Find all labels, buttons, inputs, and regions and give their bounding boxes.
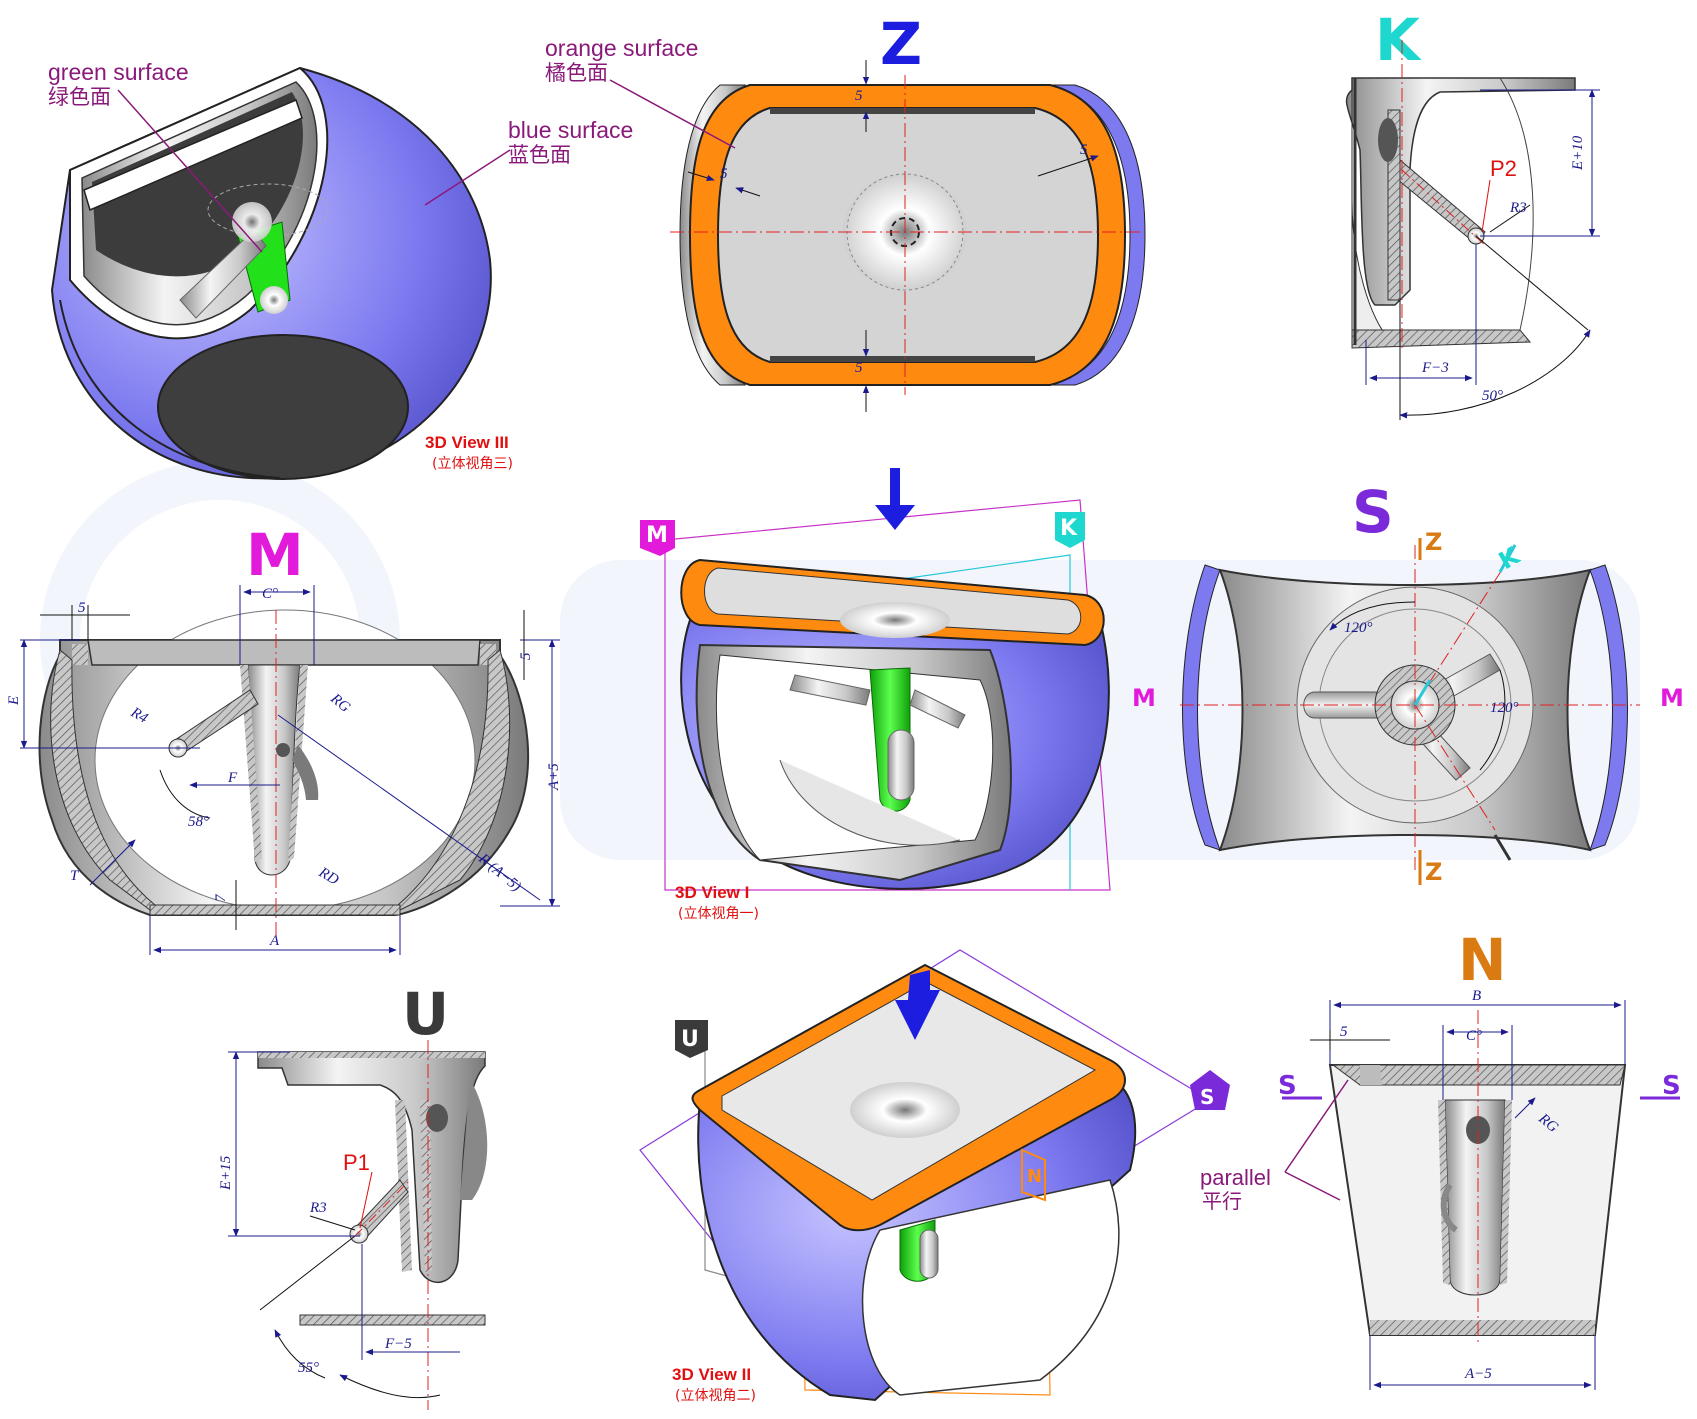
view1-illustration [664,468,1111,891]
z-dim-bottom-5: 5 [855,360,863,376]
z-dim-top-5: 5 [855,88,863,104]
view2-caption-cn: (立体视角二) [675,1388,756,1404]
view3-illustration [50,66,492,480]
view2-illustration [639,949,1212,1402]
n-mark-s-left: S [1278,1071,1297,1101]
m-dim-f: F [227,770,238,786]
view-z-drawing [670,60,1146,412]
m-dim-c-deg: C° [262,586,278,602]
view-u-drawing [228,1040,488,1410]
orange-surface-label-en: orange surface [545,35,698,61]
m-dim-a: A [269,933,280,949]
m-dim-5-left: 5 [78,600,86,616]
view1-caption-cn: (立体视角一) [678,906,759,922]
section-mark-n: N [1021,1148,1046,1202]
green-surface-label-cn: 绿色面 [48,85,111,109]
z-dim-left-5: 5 [720,166,728,182]
u-point-p1: P1 [343,1150,370,1175]
m-dim-a-plus-5: A+5 [546,763,562,791]
u-dim-r3: R3 [309,1200,327,1216]
parallel-label-en: parallel [1200,1165,1271,1190]
view-u-title: U [402,980,449,1048]
parallel-label-cn: 平行 [1202,1189,1242,1213]
section-u-letter: U [681,1027,699,1052]
view-z-title: Z [880,10,922,78]
s-mark-m-right: M [1660,684,1684,712]
orange-surface-label-cn: 橘色面 [545,61,608,85]
view3-caption: 3D View III [425,433,509,452]
section-mark-m-top: M [640,520,675,556]
view3-caption-cn: (立体视角三) [432,456,513,472]
section-k-letter: K [1060,516,1078,541]
s-mark-z-top: Z [1425,528,1442,556]
view-n-title: N [1458,926,1507,994]
section-z-arrow-letter: Z [870,477,889,507]
blue-surface-label-en: blue surface [508,117,633,143]
view-k-drawing [1345,40,1600,420]
view2-caption: 3D View II [672,1365,751,1384]
k-dim-f-minus-3: F−3 [1421,360,1449,376]
k-dim-r3: R3 [1509,200,1527,216]
view1-caption: 3D View I [675,883,749,902]
orange-surface-leader [609,79,736,149]
view-s-drawing [1180,538,1640,885]
m-dim-t: T [70,868,80,884]
u-dim-e-plus-15: E+15 [218,1155,234,1191]
n-dim-a-minus-5: A−5 [1464,1366,1492,1382]
section-mark-k-top: K [1055,512,1085,548]
view-k-title: K [1375,6,1422,74]
m-dim-7: 7 [213,893,229,902]
u-dim-f-minus-5: F−5 [384,1336,412,1352]
blue-surface-callout: blue surface 蓝色面 [424,117,633,206]
s-dim-120-left: 120° [1344,620,1373,636]
s-mark-z-bottom: Z [1425,858,1442,886]
n-dim-c-deg: C° [1466,1028,1482,1044]
section-n-letter: N [1027,1166,1042,1187]
z-dim-right-5: 5 [1080,142,1088,158]
green-surface-leader [117,89,263,253]
view-m-drawing [20,585,560,955]
m-dim-r4: R4 [127,704,151,727]
p2-leader [1481,179,1491,233]
n-dim-5: 5 [1340,1024,1348,1040]
n-mark-s-right: S [1662,1071,1681,1101]
m-dim-e: E [6,696,22,706]
section-mark-u: U [675,1020,708,1058]
blue-surface-leader [424,149,511,206]
k-point-p2: P2 [1490,156,1517,181]
k-dim-50deg: 50° [1482,388,1503,404]
section-mark-s: S [1190,1070,1230,1110]
section-m-letter: M [646,523,668,548]
section-s-letter: S [1200,1085,1214,1109]
blue-surface-label-cn: 蓝色面 [508,143,571,167]
m-dim-r-a-minus-5: R (A−5) [475,850,524,895]
p1-leader [359,1171,373,1229]
k-dim-e-plus-10: E+10 [1570,135,1586,171]
s-mark-m-left: M [1132,684,1156,712]
orange-surface-callout: orange surface 橘色面 [545,35,736,149]
green-surface-label-en: green surface [48,59,189,85]
green-surface-callout: green surface 绿色面 [48,59,263,253]
u-dim-55deg: 55° [298,1360,319,1376]
view-s-title: S [1352,478,1394,546]
s-dim-120-right: 120° [1490,700,1519,716]
m-dim-5-right: 5 [518,652,534,660]
view-n-drawing [1282,1000,1680,1390]
parallel-callout: parallel 平行 [1200,1165,1271,1213]
m-dim-58deg: 58° [188,814,209,830]
view-m-title: M [246,521,304,589]
n-dim-b: B [1472,988,1481,1004]
